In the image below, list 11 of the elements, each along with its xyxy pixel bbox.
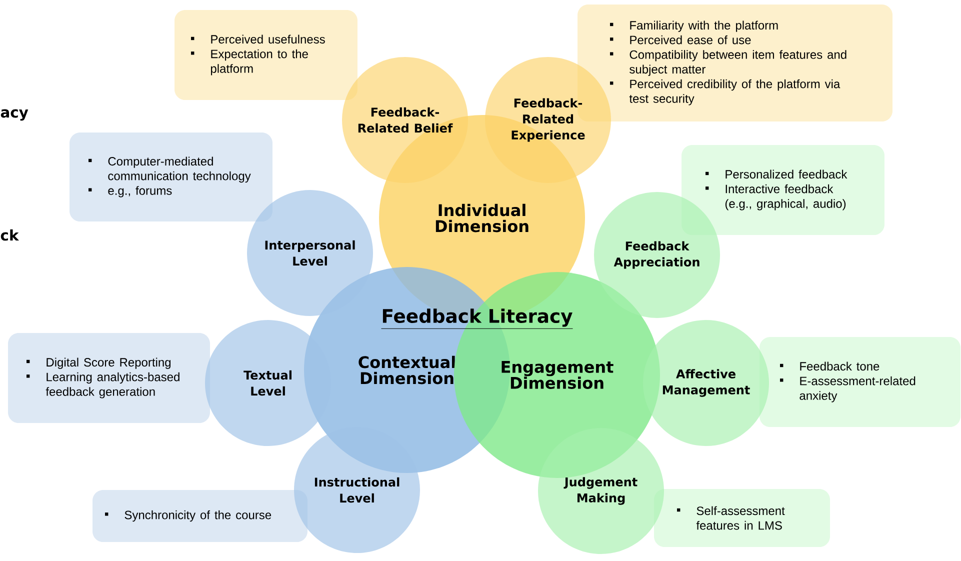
- bullet-box: Perceived usefulness Expectation to the platform: [174, 10, 358, 100]
- node-label: Instructional Level: [314, 477, 400, 503]
- bullet-box: Personalized feedback Interactive feedback (e.g., graphical, audio): [682, 145, 884, 235]
- bullet-box: Digital Score Reporting Learning analytics-based feedback generation: [8, 333, 210, 423]
- text-fragment: acy: [0, 109, 28, 121]
- text-fragment: ck: [0, 229, 19, 241]
- bullet-box: Self-assessment features in LMS: [654, 489, 830, 547]
- bullet-box: Feedback tone E-assessment-related anxiety: [760, 337, 960, 427]
- node-label: Textual Level: [244, 370, 292, 396]
- bullet-box: Synchronicity of the course: [92, 490, 308, 542]
- bullet-box: Computer-mediated communication technology e.g., forums: [70, 132, 272, 222]
